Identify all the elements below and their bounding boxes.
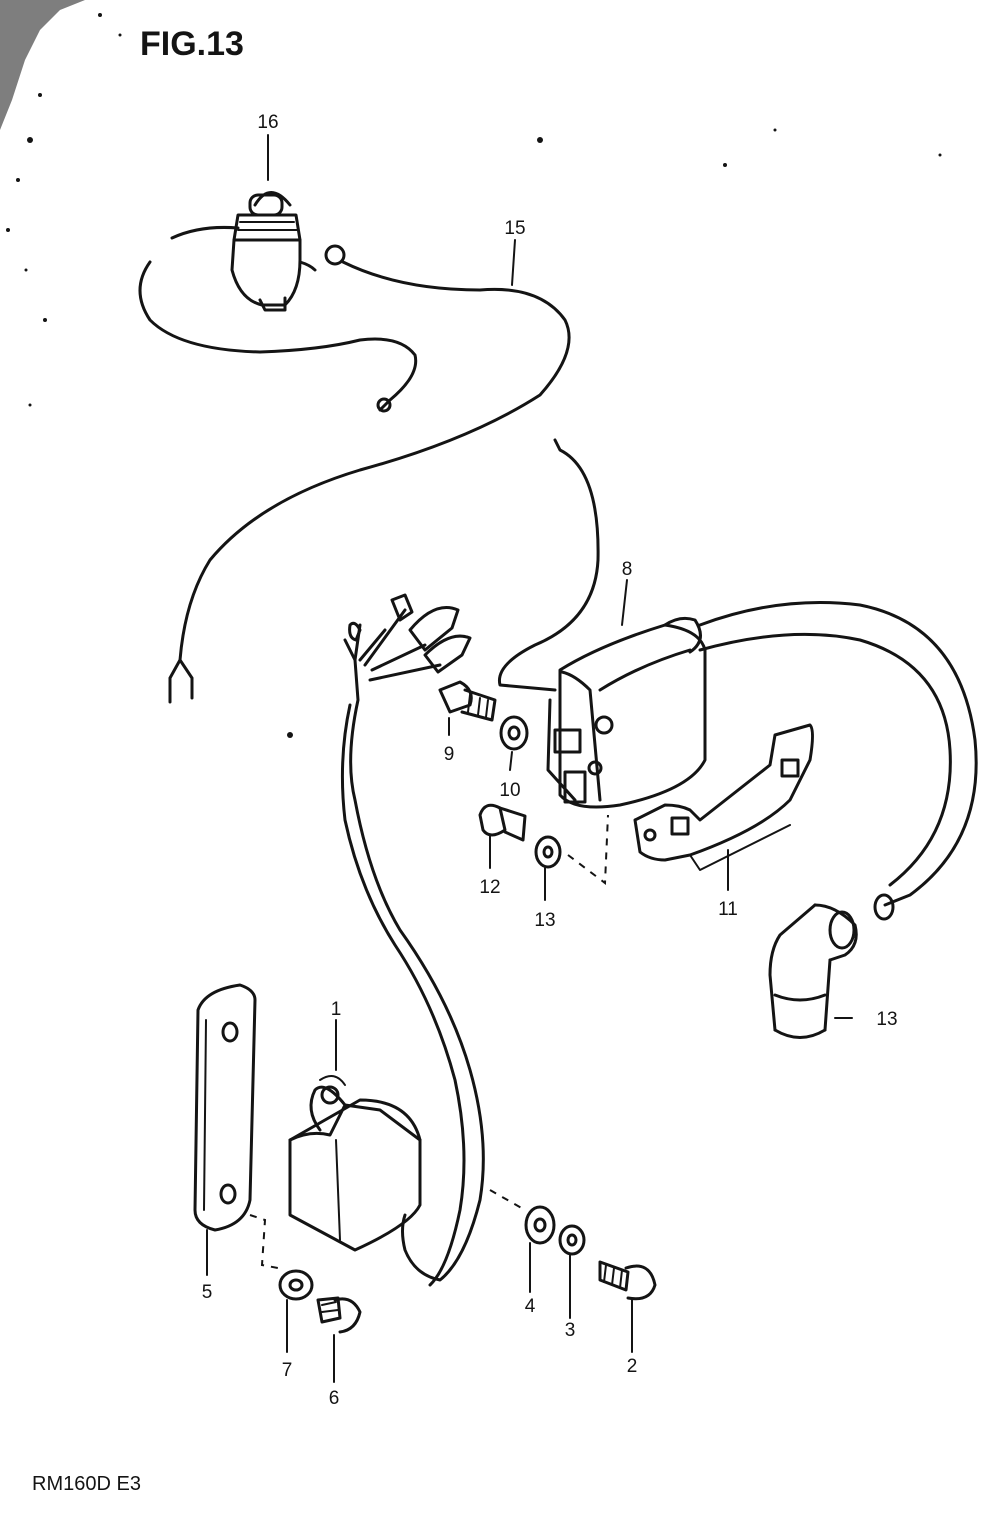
callout-9: 9 — [444, 744, 455, 765]
callout-15: 15 — [504, 218, 525, 239]
part-8-ignition-coil — [497, 438, 978, 921]
part-15-ground-wire — [168, 244, 571, 704]
part-13-plug-cap — [768, 903, 858, 1039]
callout-6: 6 — [329, 1388, 340, 1409]
callout-2: 2 — [627, 1356, 638, 1377]
callout-5: 5 — [202, 1282, 213, 1303]
callout-1: 1 — [331, 999, 342, 1020]
callout-3: 3 — [565, 1320, 576, 1341]
callout-12: 12 — [479, 877, 500, 898]
part-5-plate — [193, 983, 257, 1232]
part-1-cdi-unit — [288, 593, 485, 1287]
callout-13-washer: 13 — [534, 910, 555, 931]
part-16-kill-switch — [138, 191, 418, 413]
part-7-washer — [278, 1269, 314, 1301]
leader-cdi-mount — [489, 1189, 526, 1211]
part-4-washer — [524, 1205, 556, 1245]
part-12-screw — [478, 803, 527, 842]
callout-4: 4 — [525, 1296, 536, 1317]
figure-title: FIG.13 — [140, 25, 244, 63]
part-3-washer — [558, 1224, 586, 1256]
callout-7: 7 — [282, 1360, 293, 1381]
callout-11: 11 — [718, 899, 738, 920]
scan-noise — [0, 0, 942, 738]
part-13-washer — [534, 835, 562, 869]
callout-8: 8 — [622, 559, 633, 580]
part-6-screw — [316, 1296, 362, 1334]
model-footer: RM160D E3 — [32, 1473, 141, 1495]
part-2-screw — [598, 1260, 657, 1301]
part-11-bracket — [633, 723, 814, 871]
part-10-washer — [499, 715, 529, 751]
callout-leaders — [206, 134, 853, 1383]
callout-10: 10 — [499, 780, 520, 801]
callout-13-plug-cap: 13 — [876, 1009, 897, 1030]
leader-plate-mount — [249, 1214, 279, 1269]
part-9-bolt — [438, 680, 497, 722]
callout-16: 16 — [257, 112, 278, 133]
leader-bracket-mount — [567, 814, 609, 885]
